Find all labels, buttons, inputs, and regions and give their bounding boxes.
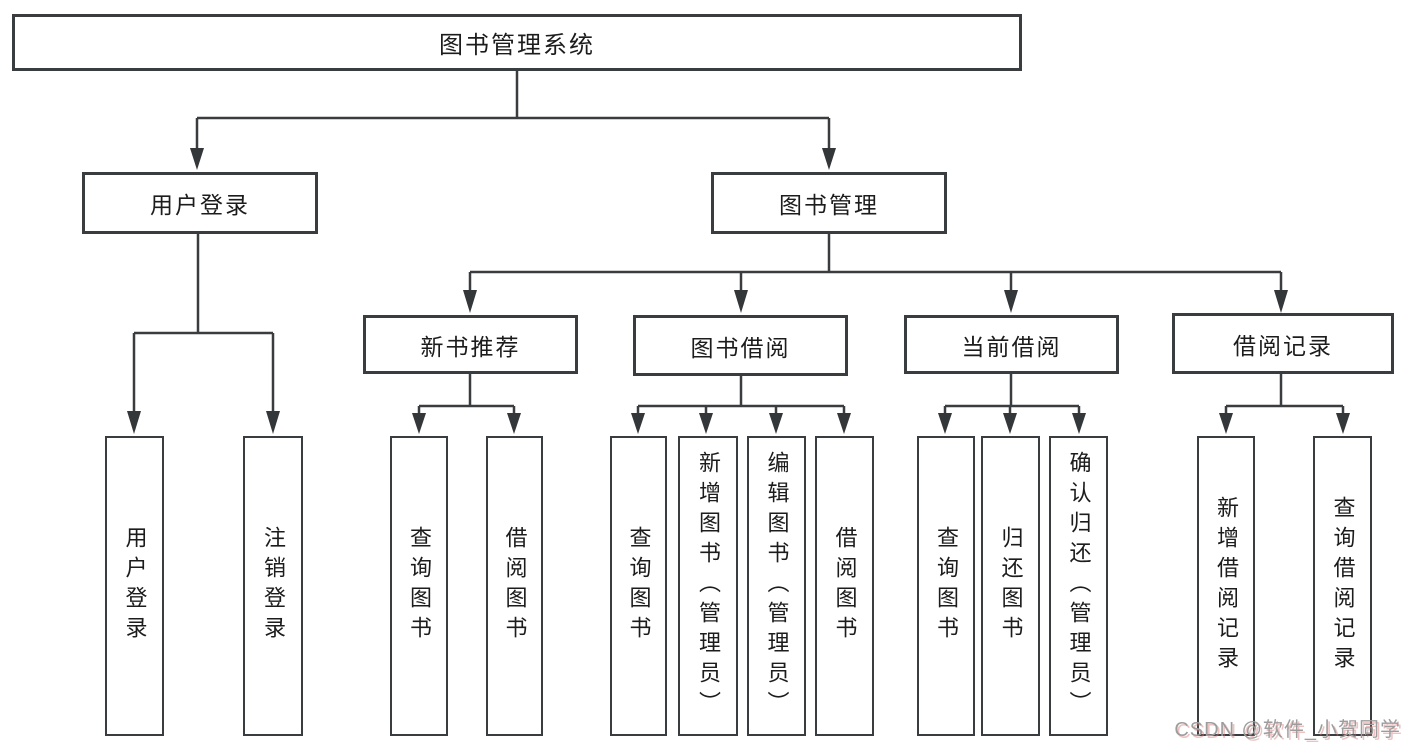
leaf-label: 用户登录 — [122, 526, 148, 646]
leaf-label: 查询图书 — [407, 526, 432, 646]
leaf-borrow-book-recommend: 借阅图书 — [486, 436, 543, 736]
node-label: 新书推荐 — [420, 333, 521, 360]
connector-borrowrecords-to-leaves — [1224, 374, 1345, 416]
leaf-label: 编辑图书（管理员） — [764, 451, 790, 721]
connector-newbook-to-leaves — [417, 374, 516, 416]
node-label: 图书借阅 — [690, 334, 791, 361]
connector-userlogin-to-leaves — [132, 234, 275, 414]
leaf-label: 确认归还（管理员） — [1066, 451, 1092, 721]
connector-root-to-level2 — [195, 71, 831, 151]
node-label: 当前借阅 — [961, 333, 1062, 360]
node-new-book-recommend: 新书推荐 — [363, 315, 578, 374]
node-label: 图书管理系统 — [439, 32, 595, 59]
node-current-borrow: 当前借阅 — [904, 315, 1119, 374]
leaf-confirm-return-admin: 确认归还（管理员） — [1049, 436, 1108, 736]
leaf-return-book: 归还图书 — [981, 436, 1040, 736]
leaf-label: 新增图书（管理员） — [696, 451, 721, 721]
node-borrow-records: 借阅记录 — [1172, 313, 1394, 374]
leaf-label: 新增借阅记录 — [1214, 496, 1239, 676]
leaf-query-book-current: 查询图书 — [917, 436, 975, 736]
leaf-query-book-recommend: 查询图书 — [390, 436, 448, 736]
node-library-management-system: 图书管理系统 — [12, 14, 1022, 71]
node-user-login: 用户登录 — [82, 172, 318, 234]
connector-bookborrow-to-leaves — [636, 376, 846, 416]
leaf-label: 注销登录 — [261, 526, 286, 646]
leaf-label: 借阅图书 — [502, 526, 528, 646]
node-label: 图书管理 — [779, 192, 879, 218]
leaf-edit-book-admin: 编辑图书（管理员） — [747, 436, 806, 736]
leaf-label: 查询借阅记录 — [1330, 496, 1356, 676]
node-book-management: 图书管理 — [711, 172, 947, 234]
leaf-label: 归还图书 — [998, 526, 1024, 646]
leaf-add-borrow-record: 新增借阅记录 — [1197, 436, 1255, 736]
leaf-user-login: 用户登录 — [105, 436, 164, 736]
leaf-add-book-admin: 新增图书（管理员） — [678, 436, 738, 736]
leaf-query-borrow-record: 查询借阅记录 — [1313, 436, 1372, 736]
connector-bookmgmt-to-level3 — [468, 234, 1283, 293]
leaf-label: 查询图书 — [626, 526, 652, 646]
leaf-label: 借阅图书 — [832, 526, 858, 646]
leaf-logout: 注销登录 — [243, 436, 303, 736]
node-book-borrow: 图书借阅 — [633, 315, 848, 376]
csdn-watermark: CSDN @软件_小贺同学 — [1174, 719, 1401, 741]
node-label: 借阅记录 — [1233, 332, 1333, 359]
connector-currentborrow-to-leaves — [943, 374, 1081, 416]
leaf-query-book-borrow: 查询图书 — [610, 436, 667, 736]
leaf-label: 查询图书 — [934, 526, 959, 646]
arrowheads — [127, 148, 1350, 434]
node-label: 用户登录 — [150, 192, 250, 218]
leaf-borrow-book: 借阅图书 — [815, 436, 874, 736]
